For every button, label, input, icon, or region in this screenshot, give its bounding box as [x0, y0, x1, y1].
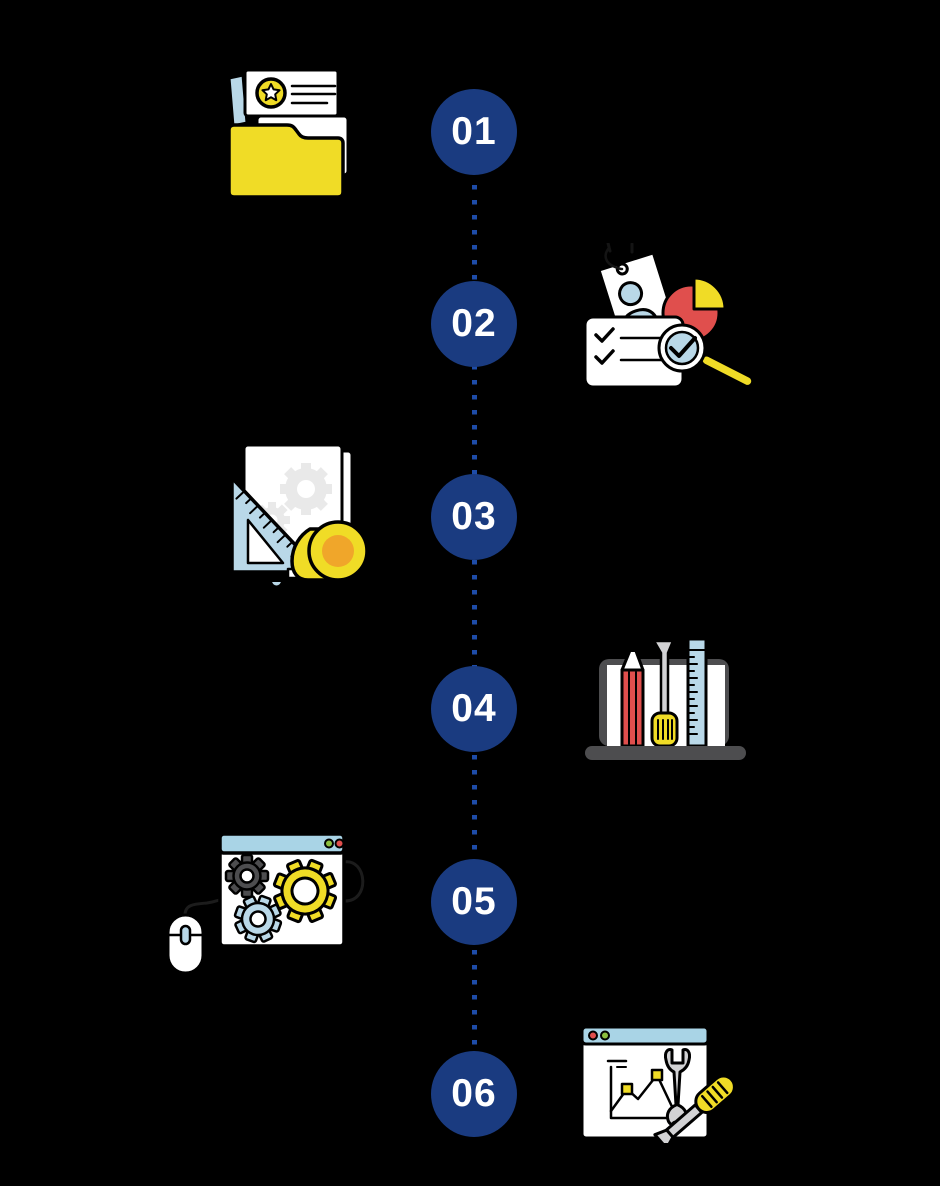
- step-number: 01: [451, 110, 497, 153]
- step-number: 02: [451, 302, 497, 345]
- browser-gears-mouse-icon: [165, 830, 372, 977]
- step-number: 05: [451, 880, 497, 923]
- step-badge-04: 04: [431, 666, 517, 752]
- folder-documents-icon: [225, 63, 350, 200]
- step-badge-05: 05: [431, 859, 517, 945]
- step-badge-02: 02: [431, 281, 517, 367]
- step-number: 04: [451, 687, 497, 730]
- step-number: 06: [451, 1072, 497, 1115]
- step-badge-01: 01: [431, 89, 517, 175]
- candidate-profile-analysis-icon: [583, 243, 760, 395]
- dotted-connector-line: [472, 140, 477, 1090]
- step-badge-06: 06: [431, 1051, 517, 1137]
- step-number: 03: [451, 495, 497, 538]
- laptop-design-tools-icon: [583, 638, 748, 760]
- set-square-measuring-tape-icon: [226, 443, 370, 590]
- step-badge-03: 03: [431, 474, 517, 560]
- browser-chart-repair-tools-icon: [580, 1025, 737, 1143]
